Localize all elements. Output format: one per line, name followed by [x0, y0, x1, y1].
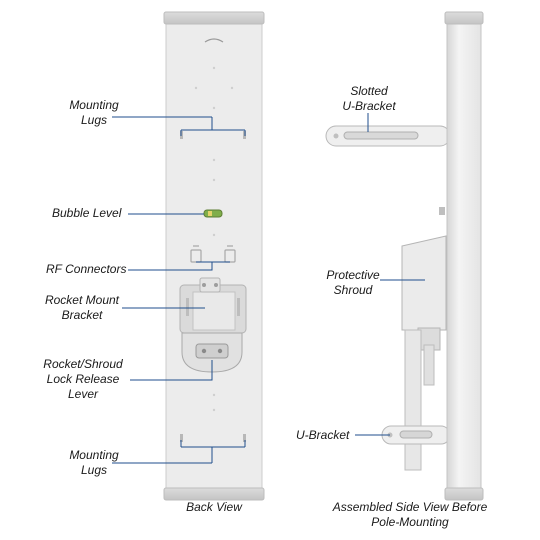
label-protective-shroud: Protective Shroud: [326, 268, 380, 297]
back-view-antenna: [163, 11, 265, 501]
label-slotted-u-bracket: Slotted U-Bracket: [342, 84, 396, 113]
callout-lines: [112, 113, 425, 464]
mounting-lug-bottom-left: [180, 434, 183, 442]
label-rocket-mount-bracket: Rocket Mount Bracket: [44, 293, 120, 322]
label-mounting-lugs-bottom: Mounting Lugs: [69, 448, 119, 477]
rocket-mount-bracket: [179, 277, 247, 334]
label-u-bracket: U-Bracket: [296, 428, 350, 442]
logo-icon: [204, 38, 224, 43]
slotted-u-bracket: [325, 125, 451, 147]
caption-back-view: Back View: [186, 500, 242, 514]
caption-side-view: Assembled Side View Before Pole-Mounting: [332, 500, 488, 529]
u-bracket: [381, 425, 451, 445]
label-lock-release-lever: Rocket/Shroud Lock Release Lever: [43, 357, 123, 401]
bubble-level: [203, 209, 223, 218]
label-mounting-lugs-top: Mounting Lugs: [69, 98, 119, 127]
mounting-lug-bottom-right: [243, 434, 246, 442]
lock-release-lever: [181, 332, 243, 373]
side-view-antenna: [325, 11, 484, 501]
label-rf-connectors: RF Connectors: [46, 262, 127, 276]
label-bubble-level: Bubble Level: [52, 206, 122, 220]
